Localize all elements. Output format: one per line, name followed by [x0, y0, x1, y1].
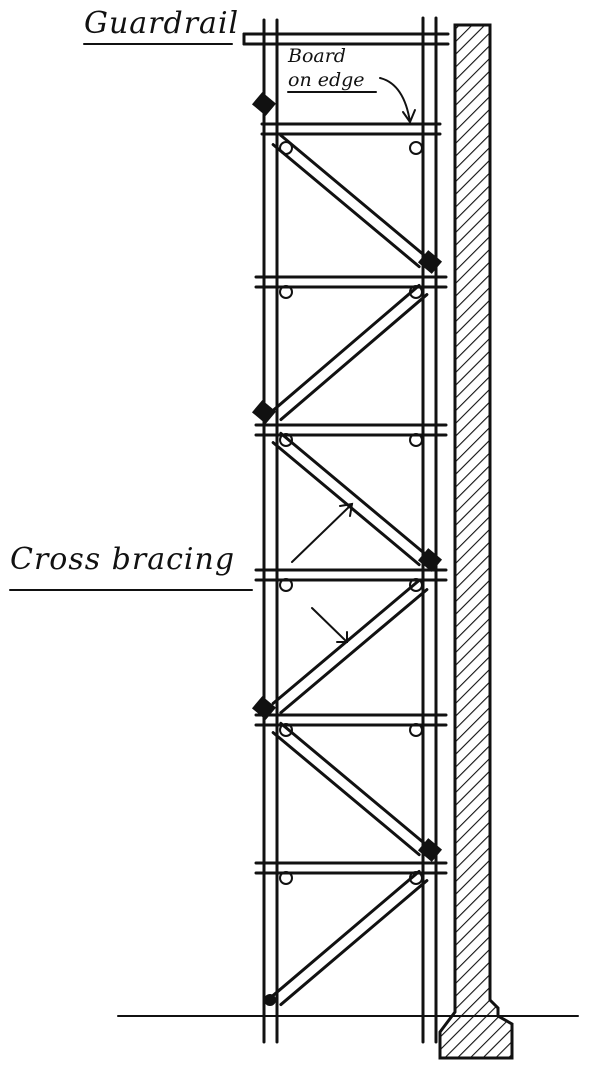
board-on-edge-label: Board on edge	[288, 44, 365, 92]
cross-bracing	[271, 133, 429, 1007]
coupler-pair-2	[279, 285, 423, 299]
guardrail-label: Guardrail	[84, 6, 240, 41]
brace-5	[271, 721, 429, 857]
brace-clamp-6	[417, 838, 443, 862]
brace-3	[271, 431, 429, 567]
coupler-pair-6	[279, 871, 423, 885]
right-standard	[421, 16, 438, 1044]
brace-clamp-3	[251, 400, 277, 424]
board-label-line-2: on edge	[288, 69, 365, 91]
brace-4	[271, 578, 429, 715]
brace-2	[271, 283, 429, 422]
board-on-edge	[260, 122, 442, 136]
arrow-cross-bracing-lower	[311, 607, 348, 643]
coupler-pair-1	[279, 141, 423, 155]
couplers	[251, 92, 443, 885]
left-standard	[262, 18, 279, 1044]
cross-bracing-label: Cross bracing	[10, 542, 236, 577]
brace-clamp-4	[417, 548, 443, 572]
brace-clamp-2	[417, 250, 443, 274]
arrow-board	[379, 77, 416, 125]
brace-6	[271, 869, 429, 1007]
wall	[438, 23, 514, 1060]
coupler-pair-3	[279, 433, 423, 447]
brace-clamp-5	[251, 696, 277, 720]
board-label-line-1: Board	[288, 45, 346, 67]
brace-1	[271, 133, 429, 269]
brace-clamp-1	[251, 92, 277, 116]
base-plate	[264, 994, 276, 1006]
arrow-cross-bracing-upper	[291, 502, 354, 563]
guardrail	[242, 32, 450, 46]
coupler-pair-5	[279, 723, 423, 737]
coupler-pair-4	[279, 578, 423, 592]
